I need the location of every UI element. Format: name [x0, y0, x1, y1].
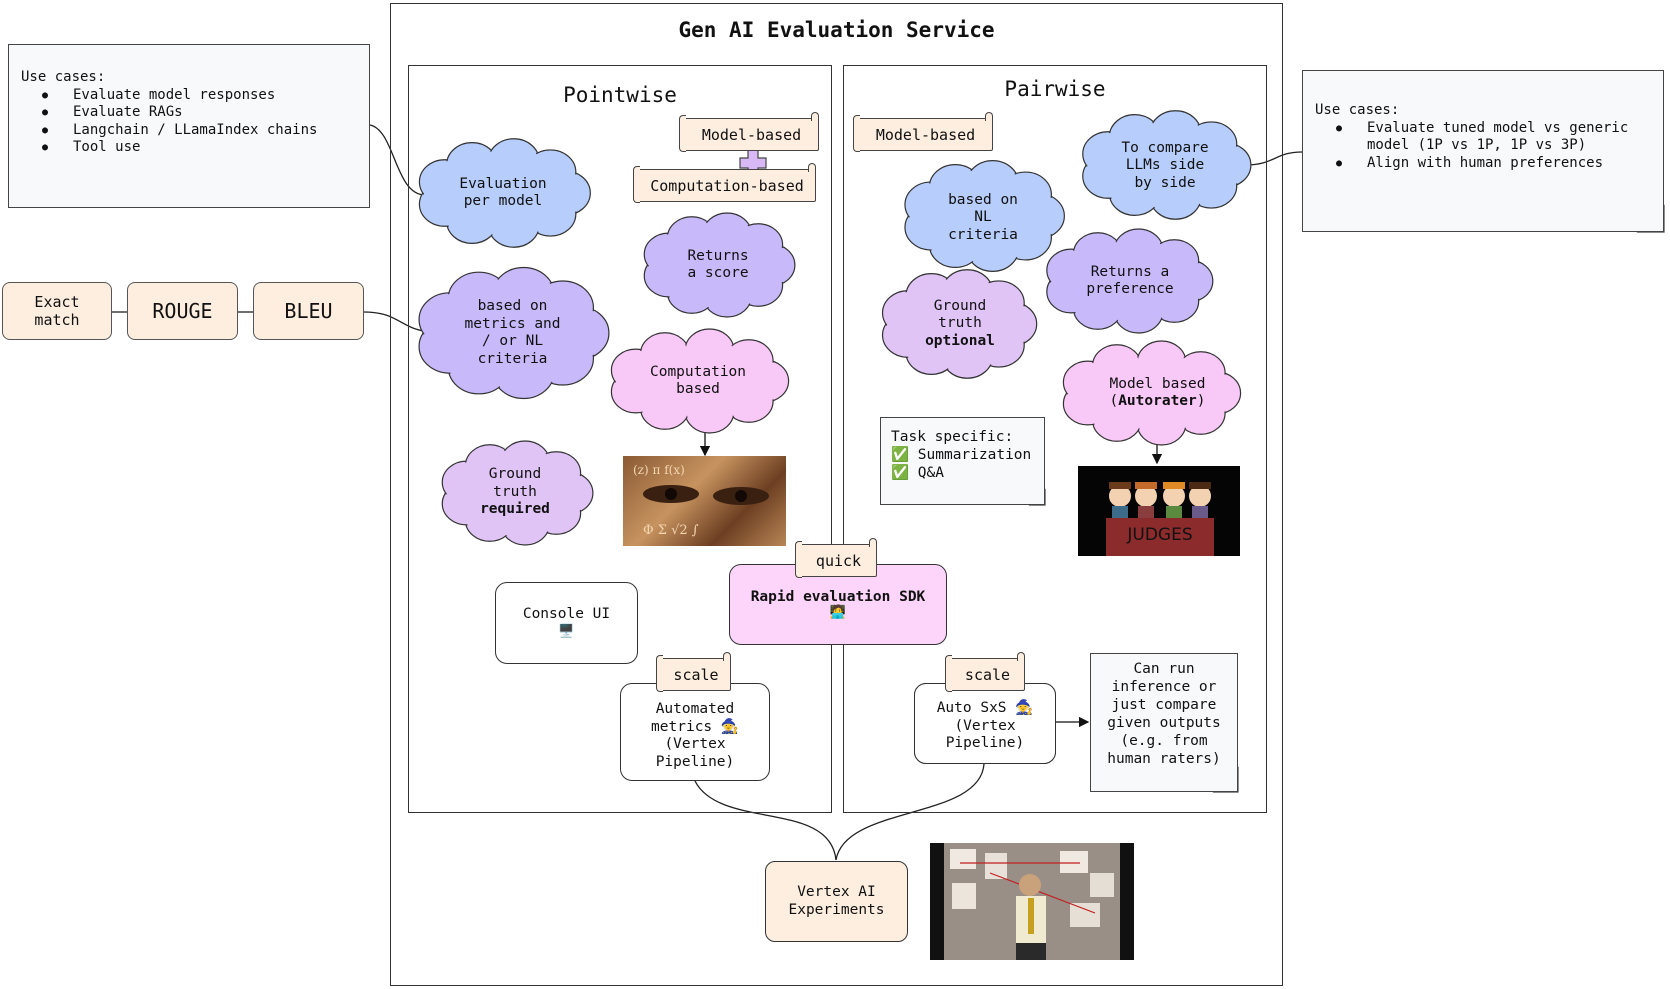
task-specific-item-1: ✅ Summarization: [891, 447, 1032, 463]
ground-truth-required-cloud-shape: [441, 440, 594, 546]
svg-text:Φ Σ √2 ∫: Φ Σ √2 ∫: [643, 523, 699, 538]
preference-cloud-shape: [1046, 228, 1214, 334]
autorater-line: Model based: [1109, 375, 1206, 392]
conspiracy-board-drawing: [944, 843, 1120, 960]
autosxs-scale-tag: scale: [945, 652, 1025, 692]
task-specific-heading: Task specific:: [891, 429, 1014, 445]
thinking-eyes-drawing: (z) π f(x) Φ Σ √2 ∫: [633, 463, 769, 538]
connector-automated-vertex: [694, 780, 837, 861]
ground-truth-optional-bold: optional: [925, 332, 995, 349]
cloud-model-based-autorater: Model based (Autorater): [1070, 350, 1245, 436]
ground-truth-required-bold: required: [480, 501, 550, 518]
right-note-list-item: Evaluate tuned model vs generic model (1…: [1336, 120, 1651, 155]
pointwise-computation-based-tag: Computation-based: [633, 163, 816, 203]
svg-text:(z) π f(x): (z) π f(x): [633, 463, 685, 477]
left-note-list-item: Tool use: [42, 139, 357, 157]
cloud-ground-truth-optional: Ground truth optional: [885, 280, 1035, 368]
autorater-bold: Autorater: [1118, 393, 1197, 409]
task-specific-note: Task specific: ✅ Summarization ✅ Q&A: [880, 417, 1045, 505]
inference-note: Can run inference or just compare given …: [1090, 653, 1238, 792]
cloud-shapes: [418, 110, 1252, 546]
pointwise-panel: [408, 65, 832, 813]
automated-scale-tag: scale: [656, 652, 731, 692]
left-note-heading: Use cases:: [21, 69, 106, 85]
judges-drawing: JUDGES: [1106, 482, 1214, 556]
conspiracy-board-image: [930, 843, 1134, 960]
rouge-pill: ROUGE: [127, 282, 238, 340]
judges-image: JUDGES: [1078, 466, 1240, 556]
monitor-icon: 🖥️: [558, 624, 575, 639]
pointwise-title: Pointwise: [563, 83, 677, 107]
automated-metrics-box[interactable]: Automated metrics 🧙 (Vertex Pipeline): [620, 683, 770, 781]
compare-cloud-shape: [1082, 110, 1252, 220]
page-title: Gen AI Evaluation Service: [678, 18, 995, 42]
pointwise-model-based-tag: Model-based: [679, 112, 819, 152]
auto-sxs-label[interactable]: Auto SxS 🧙 (Vertex Pipeline): [914, 683, 1056, 764]
right-note-heading: Use cases:: [1315, 102, 1400, 118]
autorater-paren: (Autorater): [1109, 393, 1206, 409]
thinking-eyes-image: (z) π f(x) Φ Σ √2 ∫: [623, 456, 786, 546]
left-note-list-item: Evaluate RAGs: [42, 104, 357, 122]
bleu-pill: BLEU: [253, 282, 364, 340]
ground-truth-required-text: Ground truth: [488, 466, 542, 500]
coder-icon: 🧑‍💻: [829, 605, 847, 620]
evaluation-cloud-shape: [418, 138, 591, 248]
connector-right-note: [1244, 151, 1303, 166]
cloud-compare-llms: To compare LLMs side by side: [1121, 139, 1209, 191]
console-ui-box[interactable]: Console UI 🖥️: [495, 582, 638, 664]
right-note-list: Evaluate tuned model vs generic model (1…: [1315, 120, 1651, 173]
autorater-cloud-shape: [1062, 340, 1242, 446]
returns-score-cloud-shape: [643, 212, 796, 318]
cloud-ground-truth-required: Ground truth required: [445, 450, 585, 535]
computation-cloud-shape: [610, 328, 790, 434]
cloud-nl-criteria: based on NL criteria: [948, 191, 1018, 243]
console-ui-label: Console UI: [522, 605, 611, 622]
left-note-list-item: Evaluate model responses: [42, 87, 357, 105]
vertex-ai-experiments-box[interactable]: Vertex AI Experiments: [765, 861, 908, 942]
pairwise-panel: [843, 65, 1267, 813]
cloud-metrics-criteria: based on metrics and / or NL criteria: [464, 298, 561, 367]
cloud-evaluation-per-model: Evaluation per model: [459, 175, 547, 210]
right-note-list-item: Align with human preferences: [1336, 155, 1651, 173]
right-usecase-note: Use cases: Evaluate tuned model vs gener…: [1302, 70, 1664, 232]
ground-truth-optional-cloud-shape: [881, 269, 1038, 379]
left-note-list: Evaluate model responsesEvaluate RAGsLan…: [21, 87, 357, 157]
pairwise-model-based-tag: Model-based: [853, 112, 993, 152]
cloud-returns-preference: Returns a preference: [1086, 263, 1174, 298]
rapid-evaluation-label: Rapid evaluation SDK: [750, 589, 926, 605]
cloud-computation-based: Computation based: [649, 363, 747, 398]
nl-criteria-cloud-shape: [904, 160, 1065, 272]
left-usecase-note: Use cases: Evaluate model responsesEvalu…: [8, 44, 370, 208]
exact-match-pill: Exact match: [2, 282, 112, 340]
task-specific-item-2: ✅ Q&A: [891, 465, 944, 481]
pairwise-title: Pairwise: [1004, 77, 1106, 101]
cloud-returns-score: Returns a score: [687, 247, 749, 282]
judges-sign-text: JUDGES: [1126, 525, 1192, 545]
ground-truth-optional-text: Ground truth: [933, 297, 987, 332]
metrics-cloud-shape: [418, 266, 610, 400]
rapid-evaluation-sdk-box[interactable]: Rapid evaluation SDK 🧑‍💻: [729, 564, 947, 645]
left-note-list-item: Langchain / LLamaIndex chains: [42, 122, 357, 140]
service-frame: [390, 3, 1283, 986]
connector-left-note: [369, 124, 426, 196]
quick-tag: quick: [795, 538, 877, 578]
